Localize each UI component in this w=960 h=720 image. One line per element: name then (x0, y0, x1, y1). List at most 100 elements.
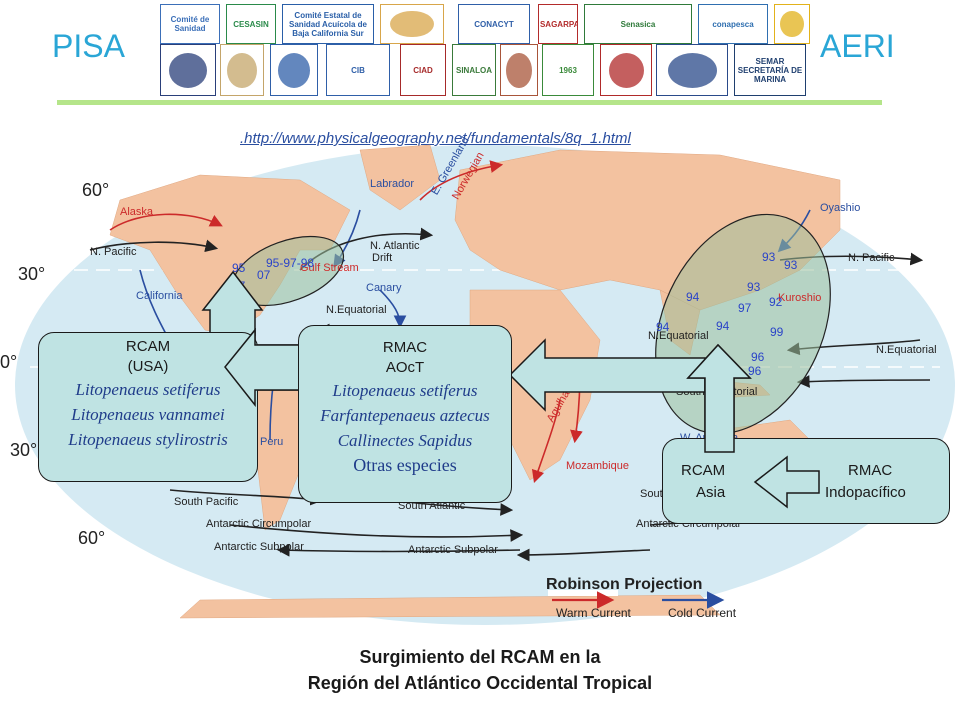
current-label: Kuroshio (778, 292, 822, 304)
species-item: Litopenaeus stylirostris (68, 430, 228, 449)
partner-logo: SEMAR SECRETARÍA DE MARINA (734, 44, 806, 96)
lat-30s: 30° (10, 440, 38, 460)
species-item: Farfantepenaeus aztecus (320, 406, 490, 425)
caption-line-2: Región del Atlántico Occidental Tropical (307, 673, 653, 693)
other-species: Otras especies (353, 455, 457, 475)
current-label: Oyashio (820, 202, 861, 214)
year-label: 94 (686, 290, 700, 304)
partner-logo: SINALOA (452, 44, 496, 96)
rmac-indo-title: RMAC (848, 462, 893, 479)
pisa-label: PISA (52, 28, 125, 64)
partner-logo (774, 4, 810, 44)
current-label: N. Pacific (90, 246, 137, 258)
current-label: Labrador (370, 178, 415, 190)
source-link[interactable]: .http://www.physicalgeography.net/fundam… (240, 130, 631, 147)
partner-logo (220, 44, 264, 96)
current-label: South Atlantic (398, 500, 466, 512)
caption-line-1: Surgimiento del RCAM en la (359, 647, 601, 667)
legend-cold: Cold Current (668, 606, 737, 620)
rcam-usa-title: RCAM (125, 338, 171, 355)
species-item: Litopenaeus setiferus (75, 380, 221, 399)
current-label: Gulf Stream (300, 262, 359, 274)
rmac-aoct-title: RMAC (382, 339, 428, 356)
logo-text: Senasica (620, 19, 656, 29)
year-label: 96 (748, 364, 762, 378)
logo-text: CIAD (413, 65, 433, 75)
year-label: 93 (747, 280, 761, 294)
current-label: N.Equatorial (326, 304, 387, 316)
current-label: Drift (372, 252, 393, 264)
partner-logo (600, 44, 652, 96)
partner-logo: Comité Estatal de Sanidad Acuícola de Ba… (282, 4, 374, 44)
current-label: N.Equatorial (876, 344, 937, 356)
arrow-left-to-aoct (508, 338, 706, 412)
lat-60n: 60° (82, 180, 110, 200)
current-label: N.Equatorial (648, 330, 709, 342)
year-label: 92 (769, 295, 783, 309)
partner-logo: 1963 (542, 44, 594, 96)
partner-logo: CONACYT (458, 4, 530, 44)
current-label: Antarctic Subpolar (214, 541, 304, 553)
current-label: Peru (260, 436, 284, 448)
partner-logo (500, 44, 538, 96)
logo-text: conapesca (712, 19, 754, 29)
current-label: N. Atlantic (370, 240, 420, 252)
legend-warm: Warm Current (556, 606, 631, 620)
current-label: Antarctic Circumpolar (206, 518, 312, 530)
logo-text: SEMAR SECRETARÍA DE MARINA (737, 56, 803, 84)
partner-logo (270, 44, 318, 96)
arrow-left-inner (753, 455, 820, 509)
logo-text: Comité de Sanidad (170, 15, 210, 33)
lat-0: 0° (0, 352, 18, 372)
year-label: 96 (751, 350, 765, 364)
rcam-asia-title: RCAM (681, 462, 726, 479)
year-label: 99 (770, 325, 784, 339)
projection-label: Robinson Projection (546, 576, 703, 593)
rmac-indo-subtitle: Indopacífico (825, 484, 906, 501)
lat-30n: 30° (18, 264, 46, 284)
partner-logo: conapesca (698, 4, 768, 44)
year-label: 95-97-98 (266, 256, 315, 270)
year-label: 93 (784, 258, 798, 272)
lat-60s: 60° (78, 528, 106, 548)
partner-logo: Senasica (584, 4, 692, 44)
logo-text: 1963 (559, 65, 577, 75)
partner-logo: CIAD (400, 44, 446, 96)
year-label: 97 (738, 301, 752, 315)
partner-logo: CESASIN (226, 4, 276, 44)
rcam-asia-subtitle: Asia (696, 484, 726, 501)
logo-text: CONACYT (474, 19, 514, 29)
current-label: Mozambique (566, 460, 629, 472)
partner-logo (160, 44, 216, 96)
aeri-label: AERI (820, 28, 895, 64)
current-label: South Pacific (174, 496, 239, 508)
logo-text: CIB (351, 65, 365, 75)
current-label: Antarctic Subpolar (408, 544, 498, 556)
rmac-aoct-subtitle: AOcT (385, 359, 425, 376)
current-label: N. Pacific (848, 252, 895, 264)
year-label: 95 (232, 261, 246, 275)
species-item: Callinectes Sapidus (337, 431, 473, 450)
year-label: 93 (762, 250, 776, 264)
rcam-usa-box: RCAM (USA) Litopenaeus setiferus Litopen… (38, 332, 258, 482)
partner-logo: Comité de Sanidad (160, 4, 220, 44)
rmac-aoct-box: RMAC AOcT Litopenaeus setiferus Farfante… (298, 325, 512, 503)
rcam-usa-subtitle: (USA) (127, 358, 169, 375)
year-label: 07 (257, 268, 271, 282)
current-label: California (136, 290, 183, 302)
year-label: 94 (656, 320, 670, 334)
current-label: Alaska (120, 206, 154, 218)
partner-logo (380, 4, 444, 44)
species-item: Litopenaeus setiferus (332, 381, 478, 400)
logo-text: SAGARPA (539, 19, 578, 29)
partner-logo (656, 44, 728, 96)
species-item: Litopenaeus vannamei (71, 405, 225, 424)
partner-logo: SAGARPA (538, 4, 578, 44)
current-label: Canary (366, 282, 402, 294)
year-label: 94 (716, 319, 730, 333)
logo-text: CESASIN (233, 19, 269, 29)
logo-text: SINALOA (455, 65, 492, 75)
logo-text: Comité Estatal de Sanidad Acuícola de Ba… (289, 10, 367, 38)
header-divider (57, 100, 882, 105)
